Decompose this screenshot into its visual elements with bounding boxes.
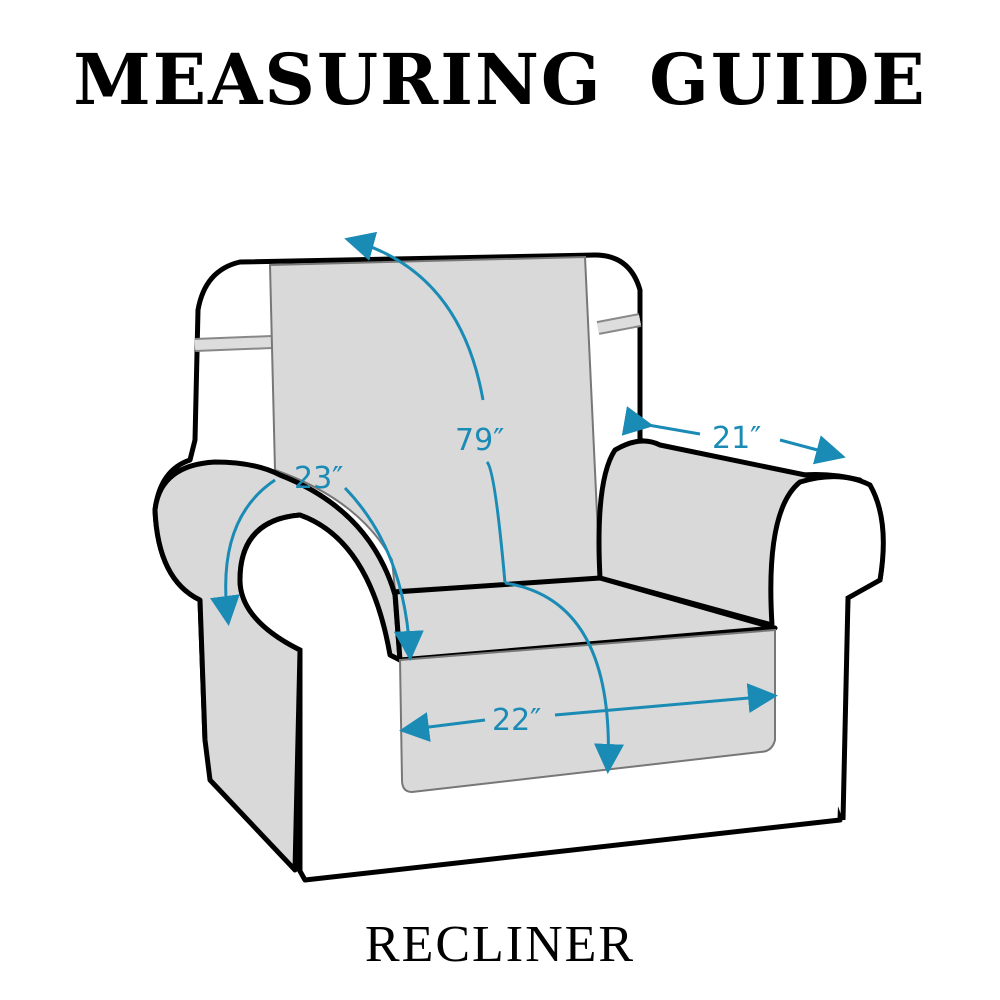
page-title: MEASURING GUIDE	[73, 38, 927, 121]
arm-depth-label: 21″	[712, 421, 761, 456]
chair-type-label: RECLINER	[364, 916, 636, 973]
back-panel	[268, 255, 602, 592]
seat-width-label: 22″	[492, 703, 541, 738]
arm-height-label: 23″	[294, 461, 343, 496]
back-length-label: 79″	[455, 423, 504, 458]
